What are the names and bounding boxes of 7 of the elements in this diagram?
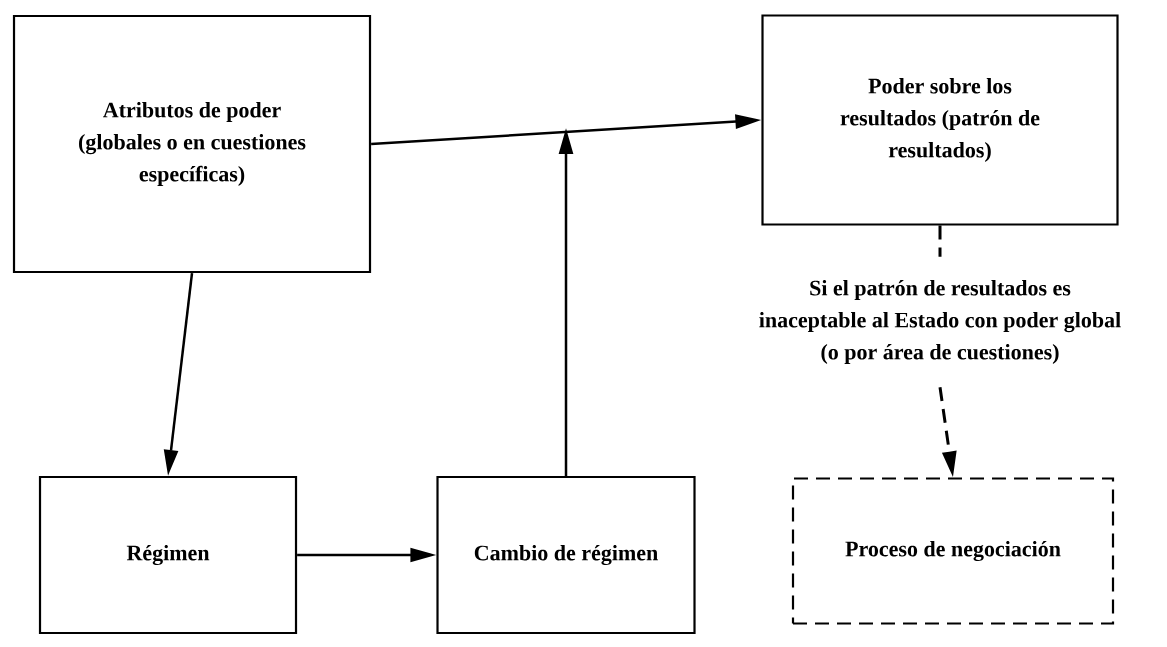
connector-line — [938, 225, 942, 257]
process-box: Atributos de poder (globales o en cuestiones específicas) — [12, 14, 372, 274]
process-box: Poder sobre los resultados (patrón de resultados) — [761, 14, 1119, 226]
condition-text: Si el patrón de resultados es inaceptable al Estado con poder global (o por área de cuestiones) — [759, 280, 1121, 364]
process-box: Régimen — [38, 475, 298, 635]
process-box: Proceso de negociación — [791, 477, 1115, 625]
process-box: Cambio de régimen — [436, 475, 696, 635]
